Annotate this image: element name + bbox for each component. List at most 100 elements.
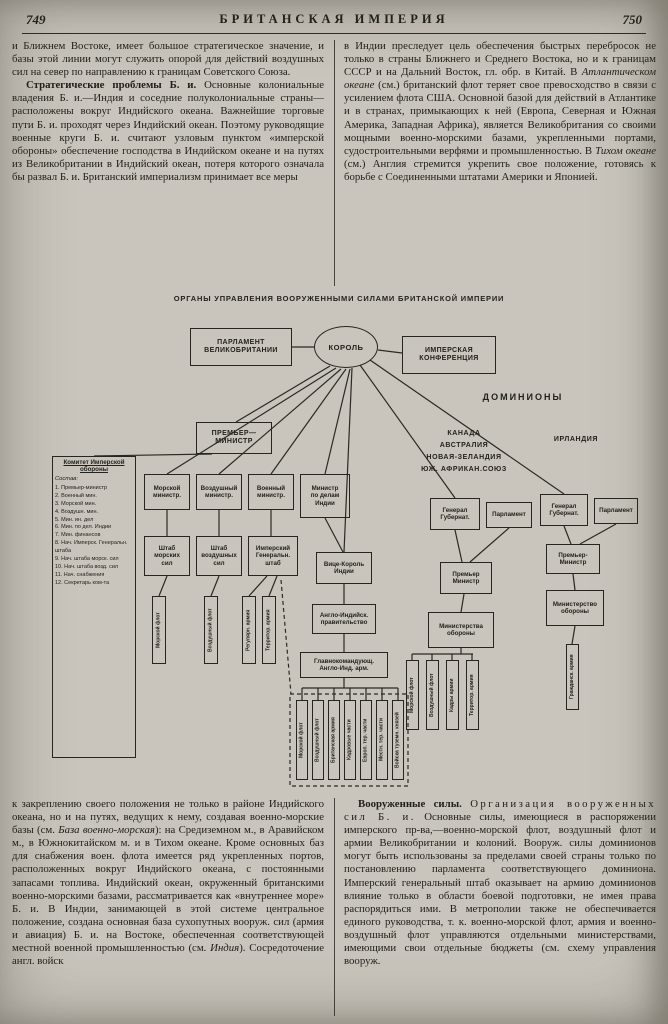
connector-line [579,523,617,545]
page-number-left: 749 [26,12,46,27]
connector-line [324,517,344,553]
text-segment: Основные силы, имеющиеся в распоряжении … [344,811,656,968]
diagram-nodes: ОРГАНЫ УПРАВЛЕНИЯ ВООРУЖЕННЫМИ СИЛАМИ БР… [0,290,668,792]
connector-line [377,349,403,354]
cinc-anglo-indian-army: Главнокомандующ. Англо-Инд. арм. [300,652,388,678]
dominion-territorial-army: Территор. армия [466,660,479,730]
connector-line [270,368,347,475]
connector-line [158,575,168,597]
committee-item: 2. Военный мин. [55,492,97,499]
committee-item: 8. Нач. Имперск. Генеральн. штаба [55,540,128,555]
connector-line [469,527,510,563]
connector-line [280,579,292,695]
india-navy: Морской флот [296,700,308,780]
gb-air-fleet: Воздушный флот [204,596,218,664]
text-segment: к закреплению своего положения не только… [12,798,324,837]
connector-line [324,368,351,475]
connector-line [210,575,220,597]
text-segment: ). Сосредоточение англ. войск [12,942,325,968]
committee-item: 7. Мин. финансов [55,532,101,539]
dominions-names: КАНАДА АВСТРАЛИЯ НОВАЯ-ЗЕЛАНДИЯ ЮЖ. АФРИ… [421,430,507,473]
connector-line [572,573,576,591]
india-european-territorial-units: Европ. тер. части [360,700,372,780]
paragraph: и Ближнем Востоке, имеет большое стратег… [12,40,324,79]
connector-line [460,593,465,613]
ireland-defence-ministry: Министерство обороны [546,590,604,626]
india-local-territorial-units: Местн. тер. части [376,700,388,780]
top-right-column: в Индии преследует цель обеспечения быст… [344,40,656,184]
navy-minister: Морской министр. [144,474,190,510]
header-rule [22,33,646,34]
dominions-label: ДОМИНИОНЫ [482,392,564,402]
diagram: ОРГАНЫ УПРАВЛЕНИЯ ВООРУЖЕННЫМИ СИЛАМИ БР… [0,290,668,792]
king: КОРОЛЬ [314,326,378,368]
dominion-prime-minister: Премьер Министр [440,562,492,594]
gb-regular-army: Регулярн. армия [242,596,256,664]
naval-staff: Штаб морских сил [144,536,190,576]
text-segment: Индия [210,942,240,955]
gb-territorial-army: Территор. армия [262,596,276,664]
connector-line [563,525,572,545]
india-cadre-units: Кадровые части [344,700,356,780]
viceroy-india: Вице-Король Индии [316,552,372,584]
paragraph: в Индии преследует цель обеспечения быст… [344,40,656,184]
committee-item: 3. Морской мин. [55,500,97,507]
connector-line [93,453,213,457]
air-staff: Штаб воздушных сил [196,536,242,576]
page-number-right: 750 [622,12,643,27]
committee-header: Комитет Имперской обороны [63,459,125,474]
column-divider-top [334,40,335,286]
text-segment: ): на Средиземном м., в Аравийском м., в… [12,824,324,955]
connector-line [235,365,331,423]
connector-line [218,368,342,475]
connector-line [268,575,278,597]
dominion-air-fleet: Воздушный флот [426,660,439,730]
paragraph: к закреплению своего положения не только… [12,798,324,968]
india-princely-troops: Войска туземн. князей [392,700,404,780]
pm-gb: ПРЕМЬЕР— МИНИСТР [196,422,272,454]
committee-item: 10. Нач. штаба возд. сил [55,564,119,571]
committee-item: 12. Секретарь ком-та [55,580,110,587]
text-segment: База военно-морская [58,824,155,837]
parliament-gb: ПАРЛАМЕНТ ВЕЛИКОБРИТАНИИ [190,328,292,366]
text-segment: в Индии преследует цель обеспечения быст… [344,40,656,79]
paragraph: Вооруженные силы. Организация вооруженны… [344,798,656,968]
committee-item: 1. Премьер-министр [55,484,108,491]
text-segment: Атлантическом океане [344,66,656,92]
committee-item: 5. Мин. ин. дел [55,516,94,523]
top-left-column: и Ближнем Востоке, имеет большое стратег… [12,40,324,184]
india-air-fleet: Воздушный флот [312,700,324,780]
connector-line [343,367,353,553]
committee-item: 4. Воздушн. мин. [55,508,99,515]
ireland-parliament: Парламент [594,498,638,524]
india-minister: Министр по делам Индии [300,474,350,518]
committee-item: 11. Нач. снабжения [55,572,105,579]
dominion-governor-general: Генерал Губернат. [430,498,480,530]
connector-line [248,575,268,597]
anglo-indian-government: Англо-Индийск. правительство [312,604,376,634]
column-divider-bottom [334,798,335,1016]
ireland-army: Гражданск. армия [566,644,579,710]
imperial-conference: ИМПЕРСКАЯ КОНФЕРЕНЦИЯ [402,336,496,374]
india-british-army: Британская армия [328,700,340,780]
dominion-army-cadres: Кадры армии [446,660,459,730]
dominion-defence-ministries: Министерства обороны [428,612,494,648]
ireland-label: ИРЛАНДИЯ [553,436,599,443]
text-segment: (см.) Англия стремится укрепить свое пол… [344,157,656,183]
gb-navy: Морской флот [152,596,166,664]
text-segment: и Ближнем Востоке, имеет большое стратег… [12,40,324,79]
bottom-left-column: к закреплению своего положения не только… [12,798,324,968]
diagram-lines [93,346,617,787]
connector-line [571,625,576,645]
text-segment: Организация вооруженных сил Б. и. [344,798,656,824]
text-segment: Тихом океане [595,144,657,157]
paragraph: Стратегические проблемы Б. и. Основные к… [12,79,324,184]
connector-line [369,359,565,495]
committee-item: 9. Нач. штаба морск. сил [55,556,119,563]
connector-line [289,693,409,787]
running-title: БРИТАНСКАЯ ИМПЕРИЯ [219,12,449,26]
connector-line [359,364,456,499]
text-segment: Вооруженные силы. [358,798,471,810]
air-minister: Воздушный министр. [196,474,242,510]
